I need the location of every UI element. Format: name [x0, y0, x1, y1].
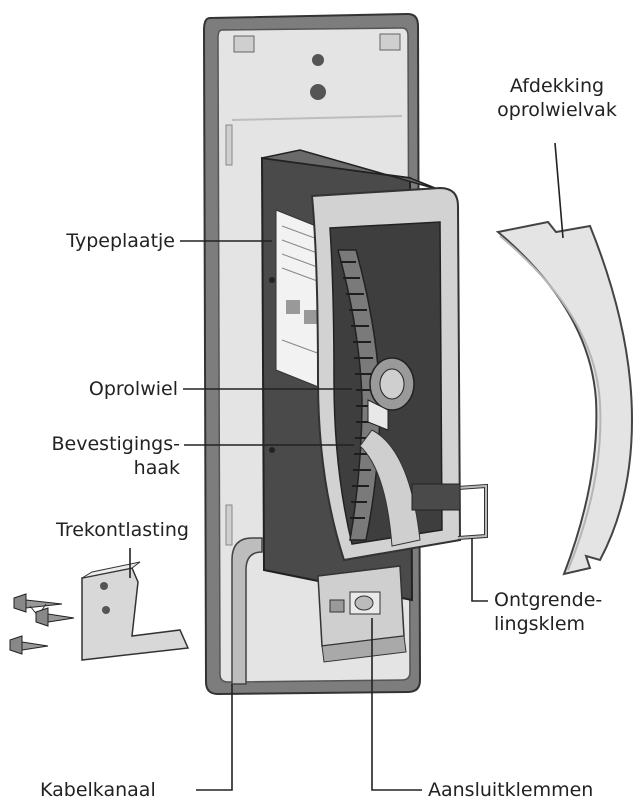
label-afdekking-line2: oprolwielvak: [497, 99, 617, 121]
leader-kabelkanaal: [196, 684, 233, 791]
label-afdekking: Afdekking oprolwielvak: [482, 74, 632, 122]
leader-afdekking: [554, 142, 564, 239]
label-oprolwiel: Oprolwiel: [88, 378, 178, 400]
fastening-hook: [367, 399, 389, 431]
cable-channel: [231, 537, 263, 685]
type-plate: [275, 209, 327, 391]
release-clip: [411, 483, 488, 540]
terminal-block: [317, 565, 407, 663]
leader-ontgrendelingsklem: [471, 538, 488, 602]
reel-cover: [495, 220, 634, 576]
leader-lines: [129, 142, 564, 791]
label-ontgrendelingsklem: Ontgrende- lingsklem: [494, 588, 602, 636]
label-ontgrendelingsklem-line1: Ontgrende-: [494, 589, 603, 611]
label-afdekking-line1: Afdekking: [509, 75, 605, 97]
label-bevestigingshaak-line1: Bevestigings-: [51, 433, 180, 455]
screw-hole-top: [312, 54, 324, 66]
label-bevestigingshaak-line2: haak: [133, 457, 180, 479]
screw-hole-bottom: [310, 84, 326, 100]
label-typeplaatje: Typeplaatje: [66, 230, 175, 252]
screws: [9, 593, 75, 655]
leader-aansluitklemmen: [371, 618, 422, 791]
label-aansluitklemmen: Aansluitklemmen: [428, 779, 594, 801]
label-trekontlasting: Trekontlasting: [56, 519, 189, 541]
strain-relief: [9, 561, 190, 661]
label-kabelkanaal: Kabelkanaal: [40, 779, 156, 801]
reel-wheel: [337, 249, 421, 547]
label-bevestigingshaak: Bevestigings- haak: [20, 432, 180, 480]
label-ontgrendelingsklem-line2: lingsklem: [494, 613, 586, 635]
